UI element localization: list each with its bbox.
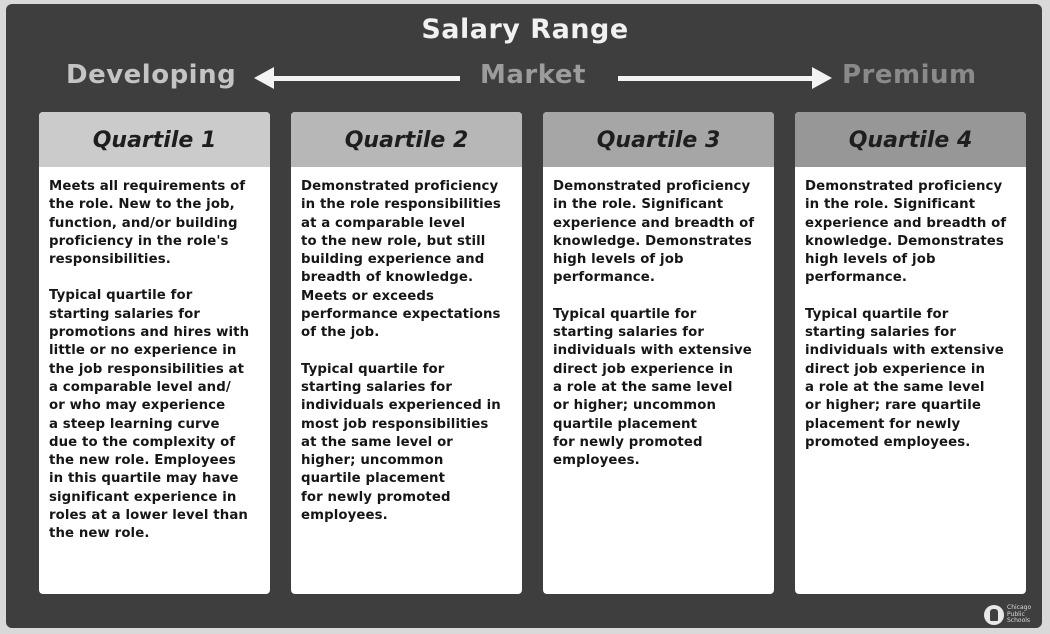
scale-label-premium: Premium — [842, 60, 977, 90]
scale-label-developing: Developing — [66, 60, 237, 90]
quartile-description: Demonstrated proficiency in the role. Si… — [805, 179, 1007, 286]
quartile-typical: Typical quartile for starting salaries f… — [553, 306, 752, 469]
school-logo-text: Chicago Public Schools — [1007, 604, 1032, 625]
arrow-line-left — [270, 76, 460, 81]
arrow-right-icon — [812, 67, 832, 89]
school-logo-icon — [984, 605, 1004, 625]
quartile-description: Meets all requirements of the role. New … — [49, 179, 246, 268]
quartile-heading: Quartile 1 — [39, 112, 270, 167]
quartile-heading: Quartile 3 — [543, 112, 774, 167]
quartile-heading: Quartile 2 — [291, 112, 522, 167]
quartile-body: Meets all requirements of the role. New … — [39, 167, 270, 544]
slide-title: Salary Range — [421, 14, 629, 45]
arrow-line-right — [618, 76, 816, 81]
quartile-card-3: Quartile 3 Demonstrated proficiency in t… — [543, 112, 774, 594]
quartile-card-4: Quartile 4 Demonstrated proficiency in t… — [795, 112, 1026, 594]
quartile-card-1: Quartile 1 Meets all requirements of the… — [39, 112, 270, 594]
quartile-typical: Typical quartile for starting salaries f… — [805, 306, 1004, 450]
quartile-typical: Typical quartile for starting salaries f… — [49, 288, 250, 542]
quartile-description: Demonstrated proficiency in the role. Si… — [553, 179, 755, 286]
quartile-body: Demonstrated proficiency in the role res… — [291, 167, 522, 525]
arrow-left-icon — [254, 67, 274, 89]
scale-label-market: Market — [480, 60, 586, 90]
quartile-card-2: Quartile 2 Demonstrated proficiency in t… — [291, 112, 522, 594]
school-logo: Chicago Public Schools — [984, 600, 1046, 630]
quartile-body: Demonstrated proficiency in the role. Si… — [543, 167, 774, 470]
quartile-description: Demonstrated proficiency in the role res… — [301, 179, 501, 341]
quartile-typical: Typical quartile for starting salaries f… — [301, 361, 501, 524]
quartile-heading: Quartile 4 — [795, 112, 1026, 167]
quartile-body: Demonstrated proficiency in the role. Si… — [795, 167, 1026, 452]
